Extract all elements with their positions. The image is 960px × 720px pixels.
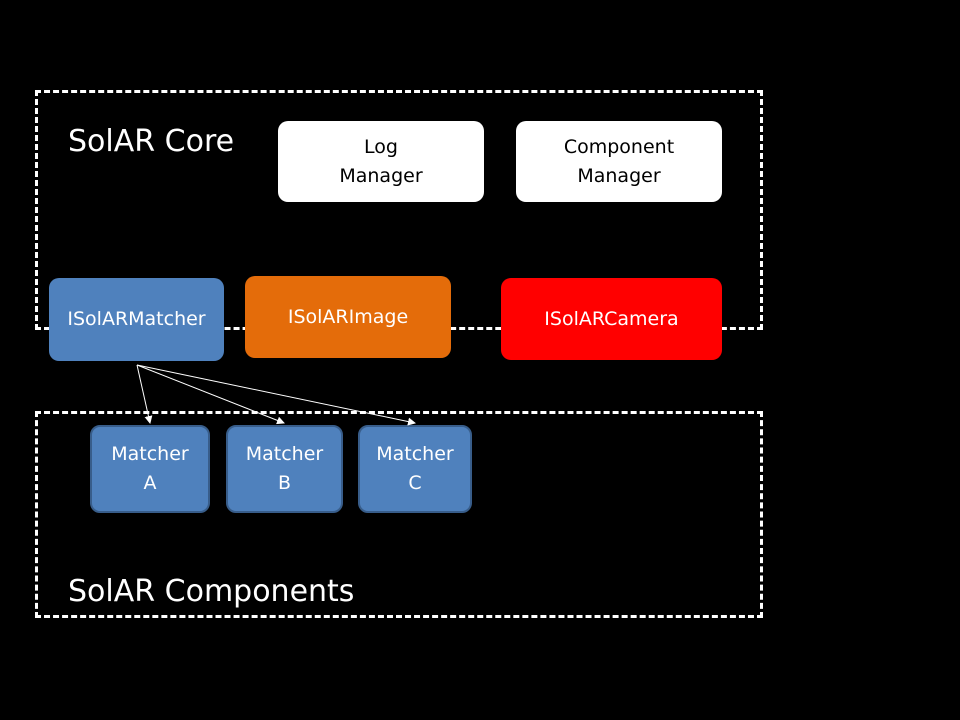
solar-components-title: SolAR Components: [68, 574, 355, 609]
isolar-camera-box: ISolARCamera: [501, 278, 722, 360]
component-manager-box: Component Manager: [516, 121, 722, 202]
matcher-c-box: Matcher C: [358, 425, 472, 513]
matcher-a-box: Matcher A: [90, 425, 210, 513]
isolar-image-box: ISolARImage: [245, 276, 451, 358]
isolar-matcher-box: ISolARMatcher: [49, 278, 224, 361]
log-manager-box: Log Manager: [278, 121, 484, 202]
matcher-b-box: Matcher B: [226, 425, 343, 513]
solar-core-title: SolAR Core: [68, 124, 235, 159]
